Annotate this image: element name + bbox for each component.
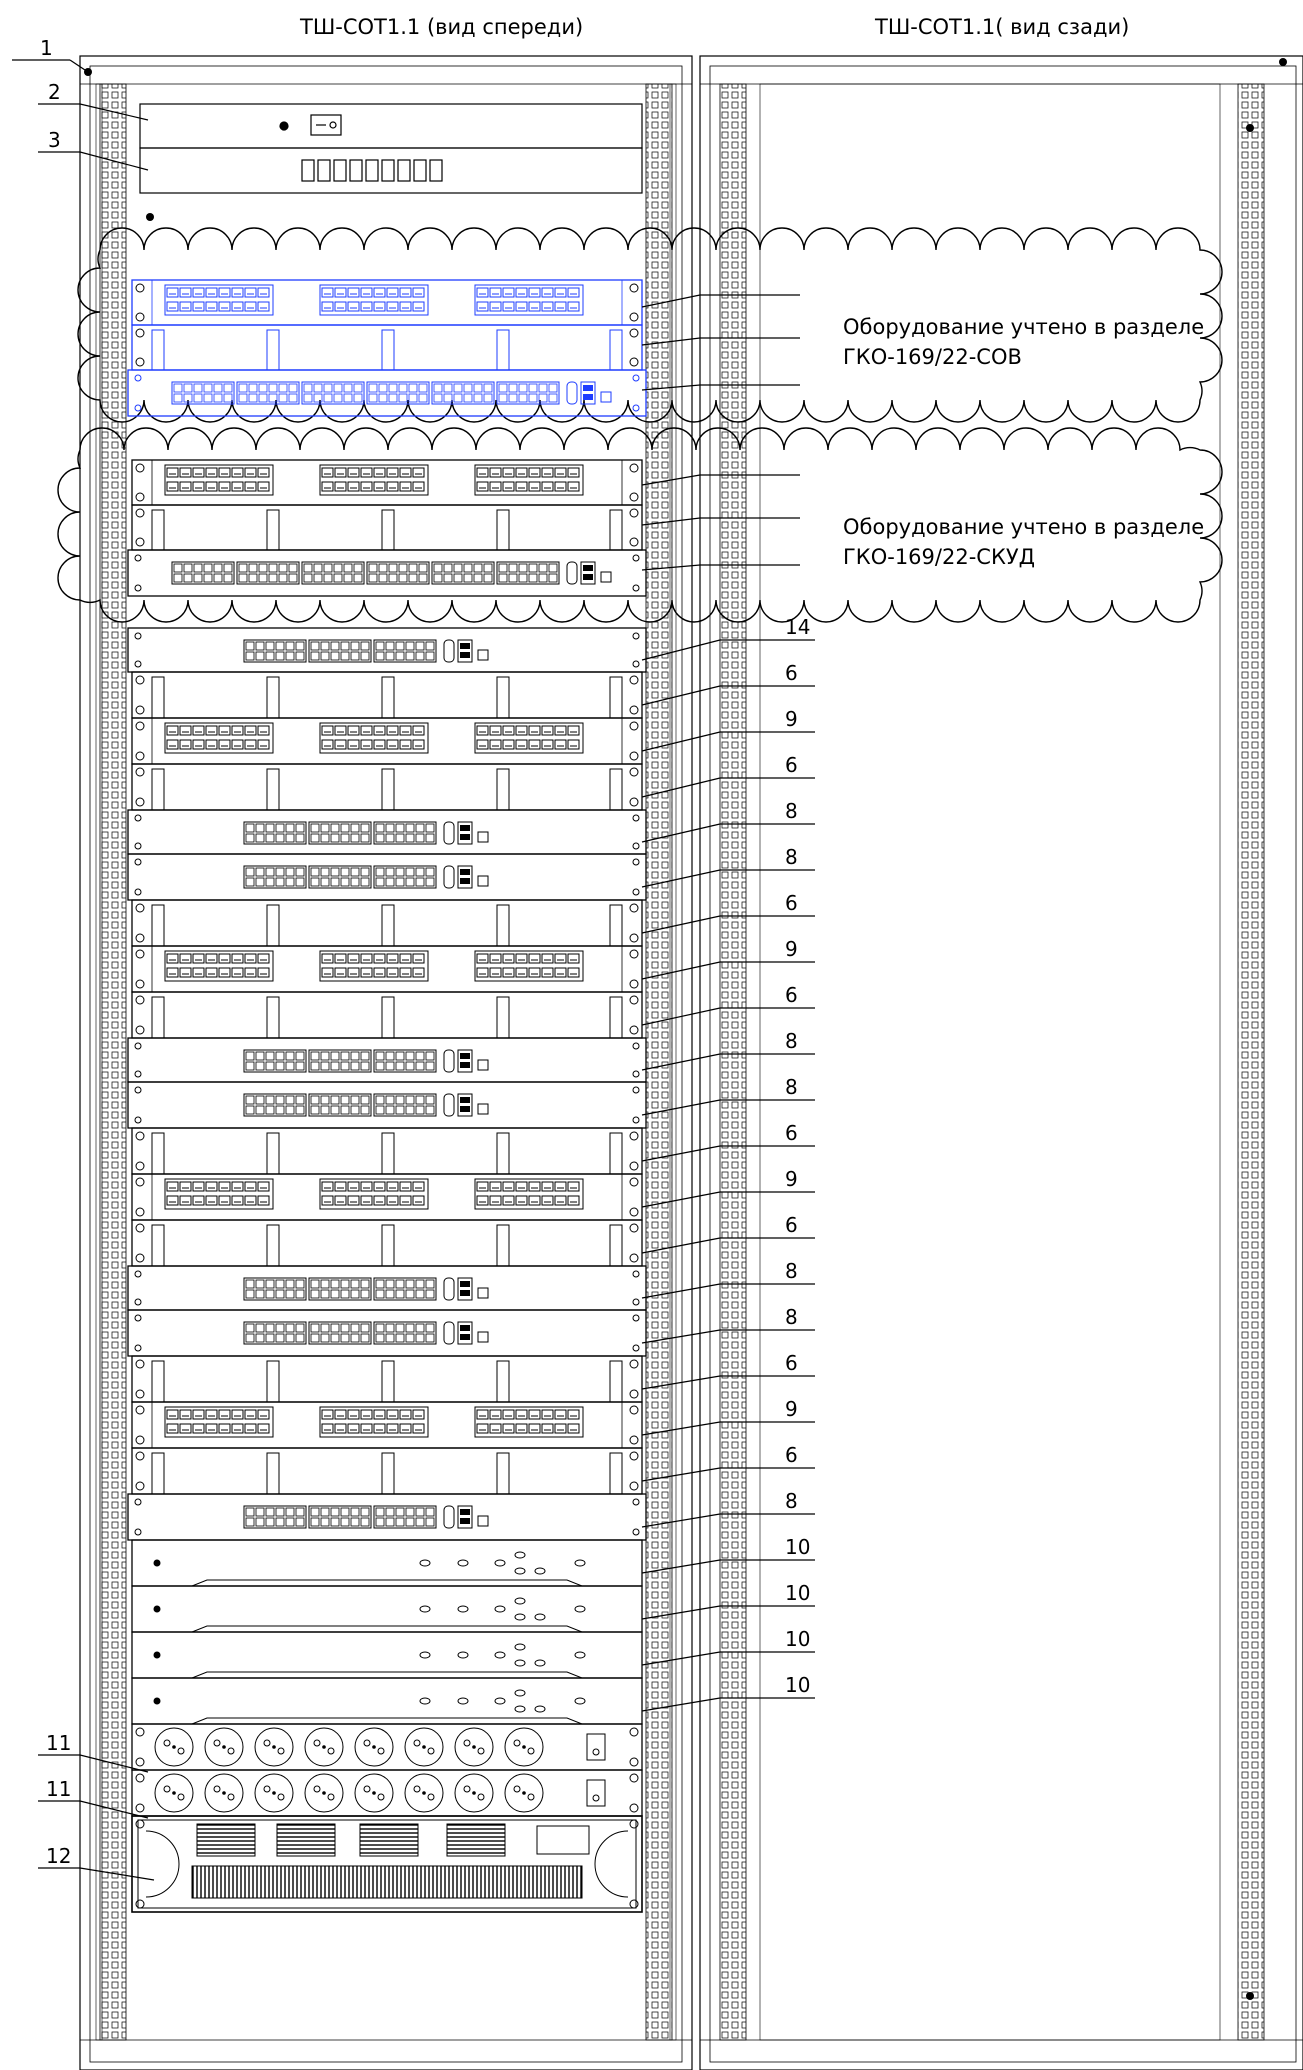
cloud-skud	[57, 427, 1223, 623]
organizer-6	[131, 671, 643, 719]
marker-dots	[84, 58, 1287, 2000]
left-callouts	[12, 59, 155, 1881]
switch-8	[127, 809, 647, 855]
callout-right-9: 9	[785, 1167, 798, 1191]
shelf-10	[131, 1539, 643, 1587]
rear-cabinet-frame	[699, 55, 1303, 2070]
patch-panel-9	[131, 1401, 643, 1449]
callout-11a: 11	[46, 1731, 71, 1755]
callout-right-10: 10	[785, 1673, 810, 1697]
callout-right-14: 14	[785, 615, 810, 639]
switch-8	[127, 1265, 647, 1311]
callout-right-6: 6	[785, 1443, 798, 1467]
note-cow: Оборудование учтено в разделе ГКО-169/22…	[843, 315, 1204, 369]
ups-12	[131, 1815, 643, 1913]
callout-right-8: 8	[785, 1075, 798, 1099]
switch-8	[127, 1081, 647, 1129]
shelf-10	[131, 1585, 643, 1633]
cow-cable-organizer	[131, 324, 643, 371]
callout-right-9: 9	[785, 1397, 798, 1421]
callout-12: 12	[46, 1844, 71, 1868]
patch-panel-9	[131, 1173, 643, 1221]
note-cow-line2: ГКО-169/22-СОВ	[843, 345, 1022, 369]
rear-view-title: ТШ-СОТ1.1( вид сзади)	[874, 15, 1129, 39]
callout-right-6: 6	[785, 661, 798, 685]
organizer-6	[131, 1447, 643, 1495]
callout-11b: 11	[46, 1777, 71, 1801]
callout-right-6: 6	[785, 753, 798, 777]
callout-right-8: 8	[785, 1029, 798, 1053]
switch-14	[127, 627, 647, 673]
pdu-11	[131, 1769, 643, 1817]
right-callouts: 14 6 9 6 8 8 6 9 6 8 8 6 9 6 8 8 6 9 6 8 10 10 10 10	[641, 294, 815, 1712]
organizer-6	[131, 991, 643, 1039]
switch-8	[127, 1037, 647, 1083]
equipment-stack	[127, 279, 647, 1913]
skud-cable-organizer	[131, 504, 643, 551]
front-view-title: ТШ-СОТ1.1 (вид спереди)	[299, 15, 583, 39]
organizer-6	[131, 899, 643, 947]
callout-right-9: 9	[785, 707, 798, 731]
callout-right-8: 8	[785, 845, 798, 869]
callout-right-8: 8	[785, 799, 798, 823]
patch-panel-9	[131, 717, 643, 765]
callout-right-6: 6	[785, 1213, 798, 1237]
note-skud-line2: ГКО-169/22-СКУД	[843, 545, 1035, 569]
callout-right-10: 10	[785, 1627, 810, 1651]
pdu-11	[131, 1723, 643, 1771]
callout-right-6: 6	[785, 891, 798, 915]
callout-right-8: 8	[785, 1259, 798, 1283]
organizer-6	[131, 763, 643, 811]
callout-right-8: 8	[785, 1489, 798, 1513]
callout-right-6: 6	[785, 1351, 798, 1375]
shelf-10	[131, 1677, 643, 1725]
callout-right-8: 8	[785, 1305, 798, 1329]
note-cow-line1: Оборудование учтено в разделе	[843, 315, 1204, 339]
cow-switch	[127, 369, 647, 417]
organizer-6	[131, 1355, 643, 1403]
switch-8	[127, 853, 647, 901]
skud-patch-panel	[131, 459, 643, 506]
callout-3: 3	[48, 128, 61, 152]
callout-right-6: 6	[785, 1121, 798, 1145]
switch-8	[127, 1493, 647, 1541]
callout-right-6: 6	[785, 983, 798, 1007]
note-skud: Оборудование учтено в разделе ГКО-169/22…	[843, 515, 1204, 569]
callout-right-9: 9	[785, 937, 798, 961]
skud-switch	[127, 549, 647, 597]
callout-right-10: 10	[785, 1535, 810, 1559]
organizer-6	[131, 1219, 643, 1267]
power-switch-panel	[139, 103, 643, 149]
cow-patch-panel	[131, 279, 643, 326]
patch-panel-9	[131, 945, 643, 993]
front-cabinet-frame	[79, 55, 693, 2070]
callout-2: 2	[48, 80, 61, 104]
callout-right-10: 10	[785, 1581, 810, 1605]
organizer-6	[131, 1127, 643, 1175]
switch-8	[127, 1309, 647, 1357]
indicator-panel	[139, 147, 643, 194]
shelf-10	[131, 1631, 643, 1679]
callout-1: 1	[40, 36, 53, 60]
note-skud-line1: Оборудование учтено в разделе	[843, 515, 1204, 539]
